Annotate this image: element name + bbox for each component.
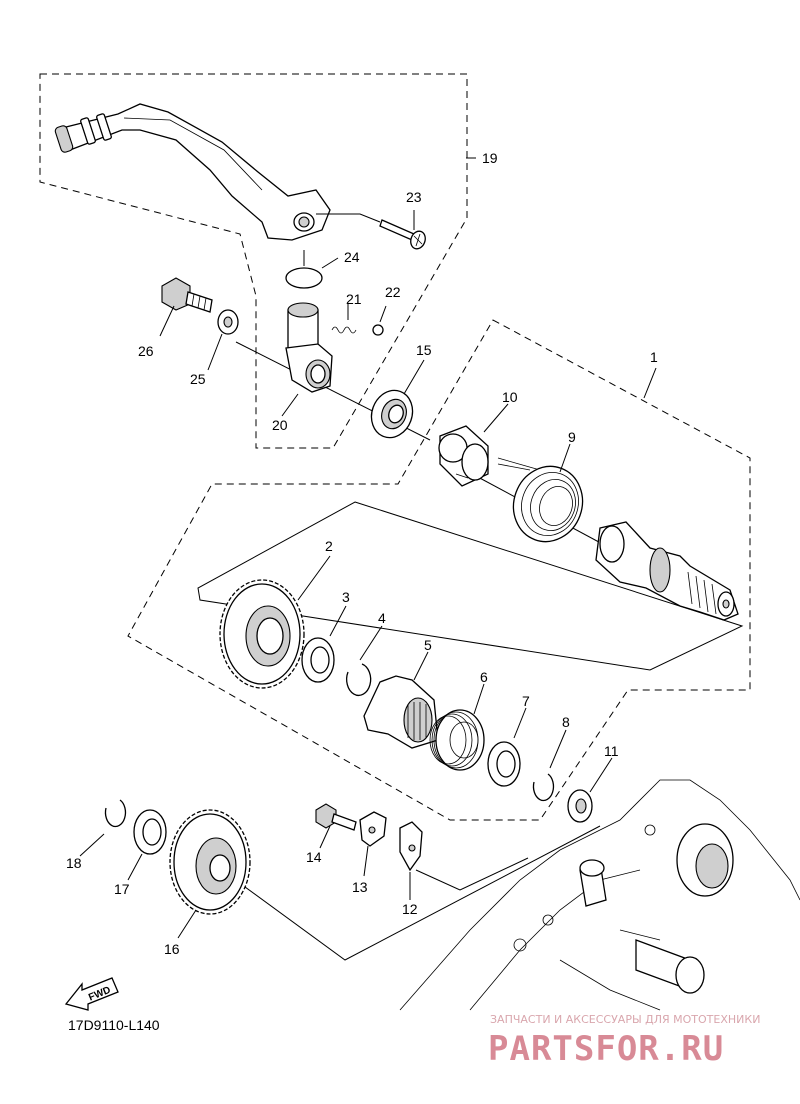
figure-code: 17D9110-L140: [68, 1017, 160, 1033]
callout-7: 7: [522, 693, 530, 709]
group-19-boundary: [39, 73, 468, 449]
kick-crank-part: [54, 103, 381, 241]
circlip-8-part: [532, 773, 555, 802]
callout-18: 18: [66, 855, 82, 871]
callout-13: 13: [352, 879, 368, 895]
callout-16: 16: [164, 941, 180, 957]
callout-21: 21: [346, 291, 362, 307]
group-1-boundary: [127, 319, 751, 821]
callout-25: 25: [190, 371, 206, 387]
callout-19: 19: [482, 150, 498, 166]
kick-shaft-1-part: [595, 521, 739, 621]
axis-line-bracket: [415, 857, 529, 891]
callout-20: 20: [272, 417, 288, 433]
collar-10-part: [438, 425, 489, 487]
callout-2: 2: [325, 538, 333, 554]
watermark-logo: PARTSFOR.RU: [488, 1029, 724, 1069]
washer-3-hole: [310, 646, 330, 674]
callout-3: 3: [342, 589, 350, 605]
bolt-26-part: [161, 277, 213, 313]
callout-8: 8: [562, 714, 570, 730]
bolt-14-part: [315, 803, 357, 831]
callout-12: 12: [402, 901, 418, 917]
callout-14: 14: [306, 849, 322, 865]
fwd-arrow-icon: FWD: [64, 977, 119, 1011]
callout-1: 1: [650, 349, 658, 365]
oil-seal-15-part: [370, 389, 414, 439]
washer-25-hole: [223, 316, 233, 328]
spring-21-part: [331, 326, 357, 334]
washer-17-hole: [142, 818, 162, 846]
bolt-23-part: [379, 219, 426, 250]
torsion-spring-9-part: [497, 457, 584, 543]
callout-5: 5: [424, 637, 432, 653]
callout-17: 17: [114, 881, 130, 897]
ball-22-part: [372, 324, 384, 336]
washer-7-hole: [496, 750, 516, 778]
axis-line-lower: [229, 825, 601, 961]
callout-22: 22: [385, 284, 401, 300]
callout-9: 9: [568, 429, 576, 445]
guide-12-hole: [408, 844, 416, 852]
kick-gear-2-part: [219, 579, 305, 689]
callout-24: 24: [344, 249, 360, 265]
callout-leaders: [79, 157, 657, 939]
callout-15: 15: [416, 342, 432, 358]
o-ring-24-part: [285, 267, 323, 289]
callout-10: 10: [502, 389, 518, 405]
callout-23: 23: [406, 189, 422, 205]
callout-26: 26: [138, 343, 154, 359]
ratchet-5-part: [363, 675, 439, 749]
circlip-18-part: [104, 799, 127, 828]
watermark-caption: ЗАПЧАСТИ И АКСЕССУАРЫ ДЛЯ МОТОТЕХНИКИ: [490, 1013, 760, 1026]
crankcase-outline: [399, 779, 800, 1011]
plate-13-hole: [368, 826, 376, 834]
circlip-4-part: [346, 663, 372, 697]
kick-boss-20-part: [285, 302, 333, 393]
washer-11-hole: [575, 798, 587, 814]
callout-6: 6: [480, 669, 488, 685]
callout-4: 4: [378, 610, 386, 626]
spring-6-part: [429, 709, 485, 771]
idle-gear-16-part: [169, 809, 251, 915]
callout-11: 11: [604, 743, 619, 759]
